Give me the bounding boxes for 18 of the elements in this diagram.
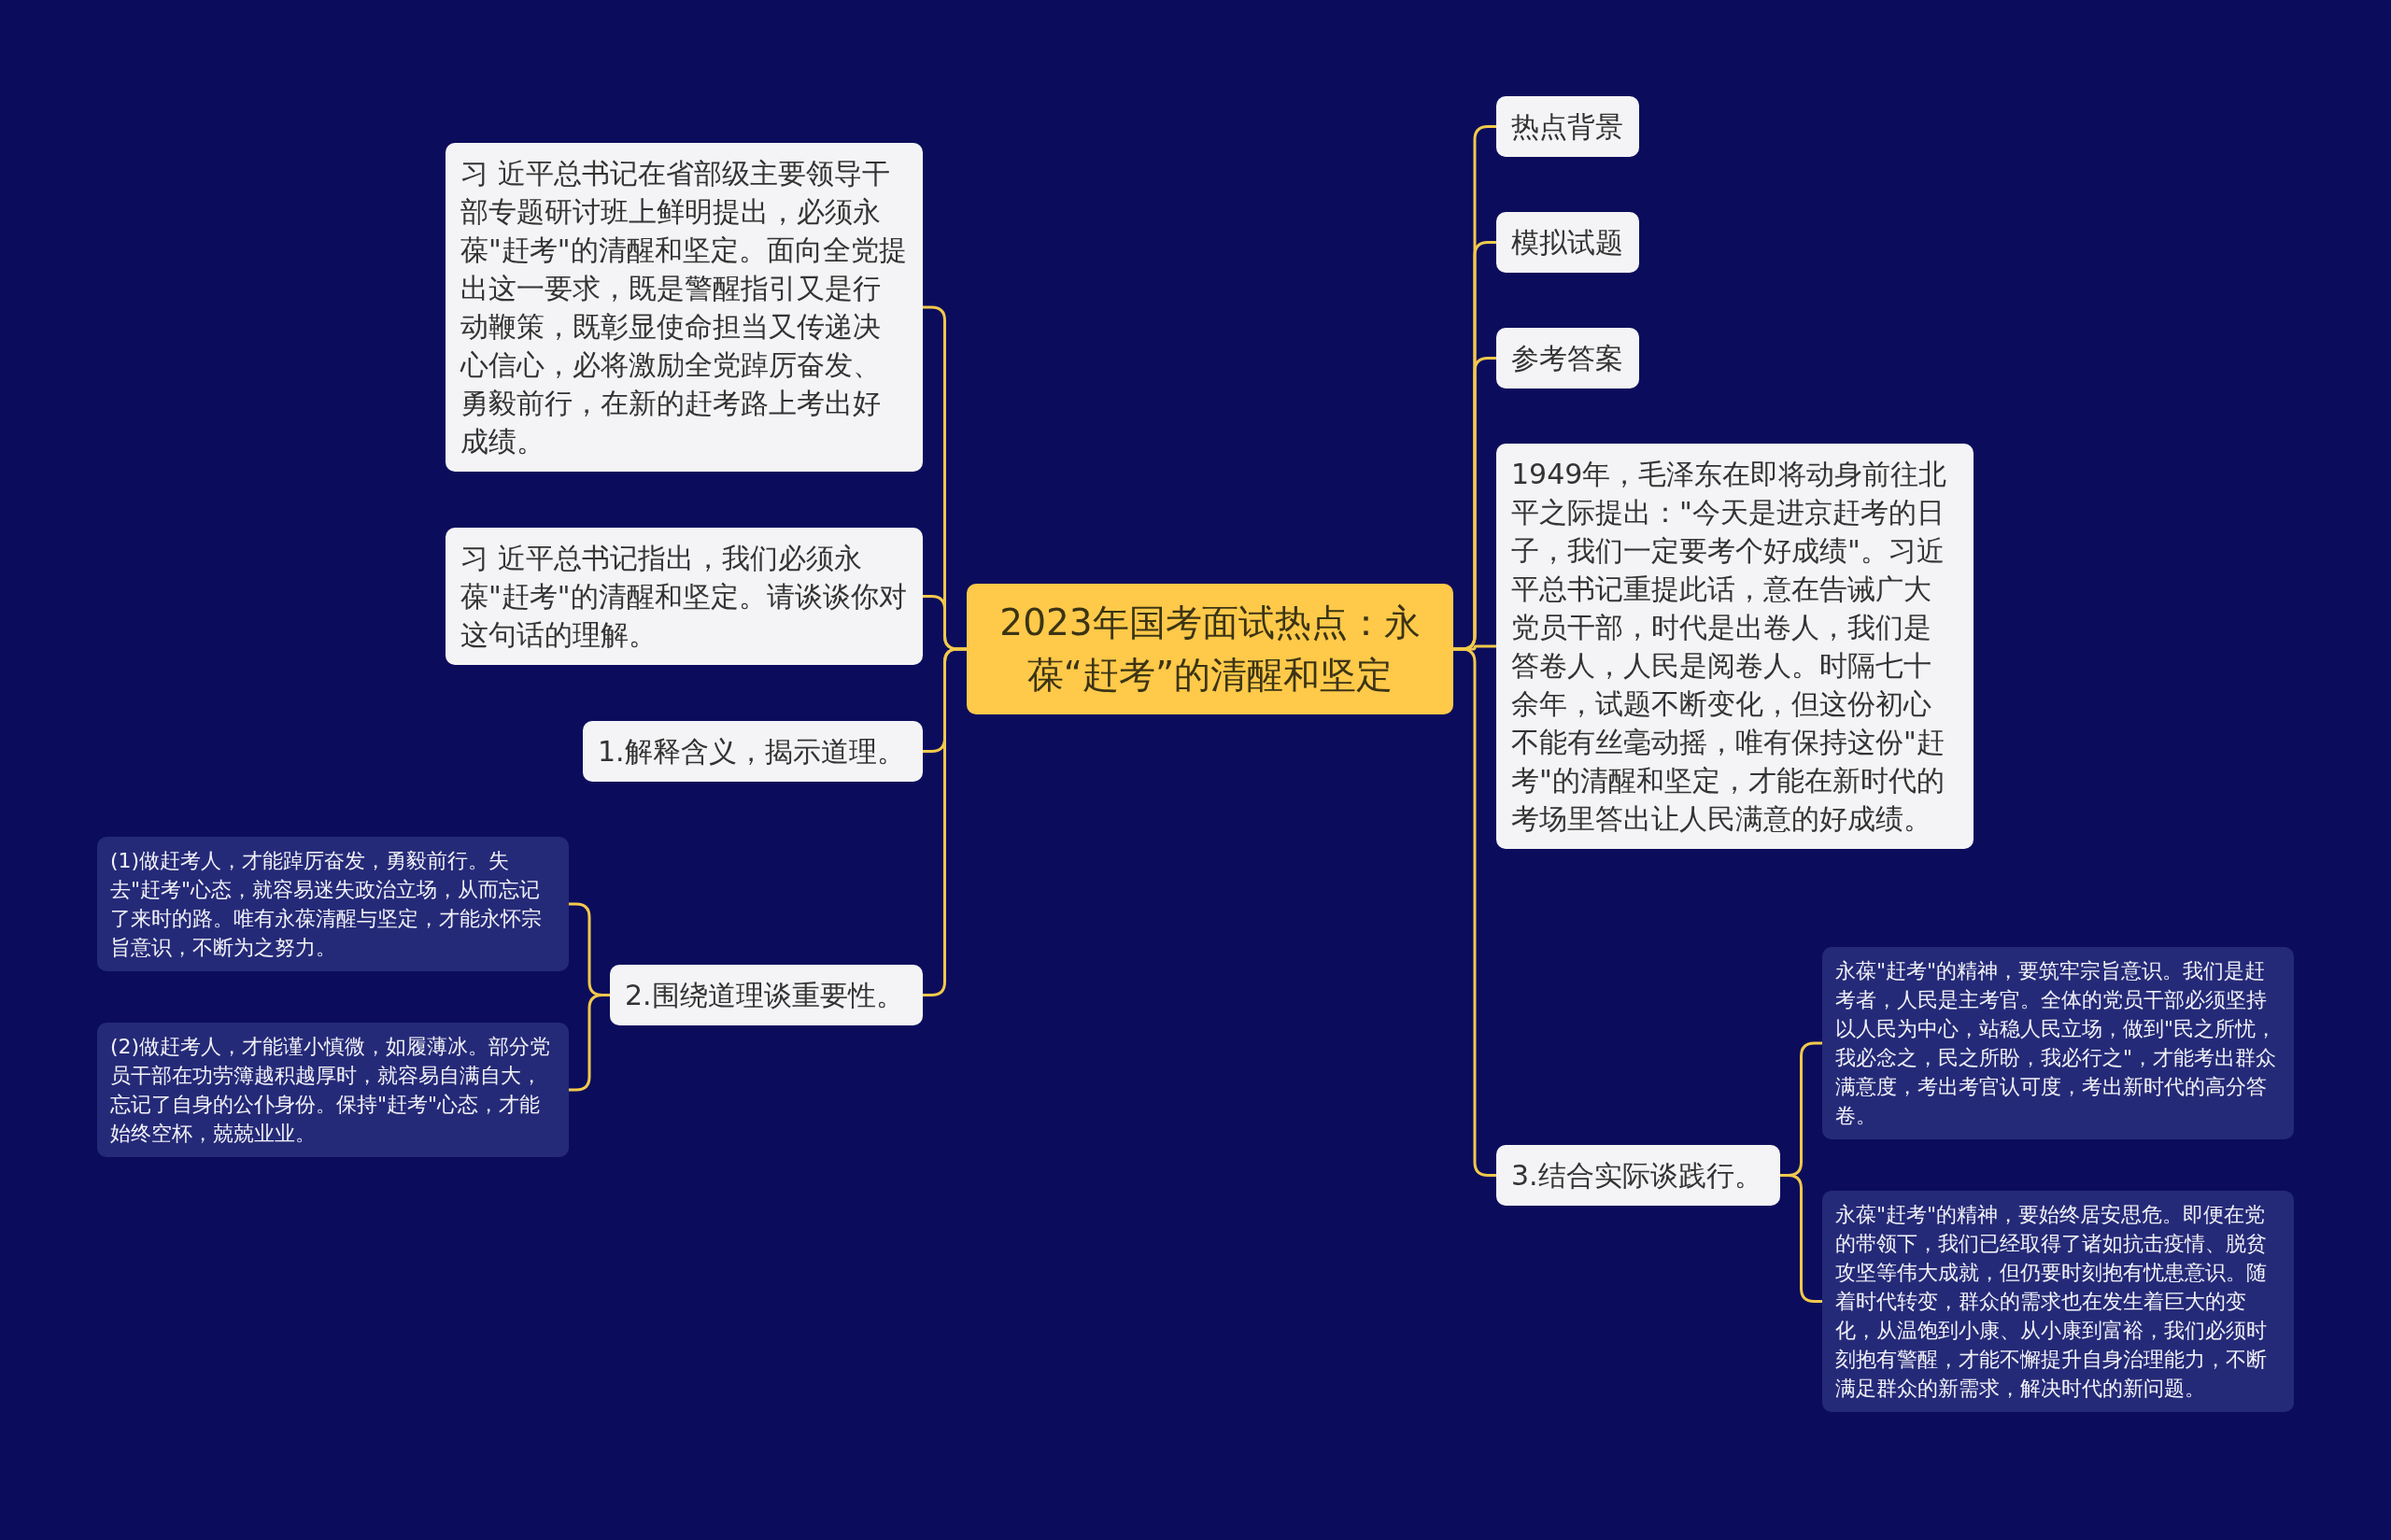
central-topic-box: 2023年国考面试热点：永葆“赶考”的清醒和坚定 (967, 584, 1453, 714)
note-box: (1)做赶考人，才能踔厉奋发，勇毅前行。失去"赶考"心态，就容易迷失政治立场，从而忘记了来时的路。唯有永葆清醒与坚定，才能永怀宗旨意识，不断为之努力。 (97, 837, 569, 971)
topic-box: 热点背景 (1496, 96, 1639, 157)
note-box: 永葆"赶考"的精神，要始终居安思危。即便在党的带领下，我们已经取得了诸如抗击疫情、脱贫攻坚等伟大成就，但仍要时刻抱有忧患意识。随着时代转变，群众的需求也在发生着巨大的变化，从温饱到小康、从小康到富裕，我们必须时刻抱有警醒，才能不懈提升自身治理能力，不断满足群众的新需求，解决时代的新问题。 (1822, 1191, 2294, 1412)
question-box: 习 近平总书记指出，我们必须永葆"赶考"的清醒和坚定。请谈谈你对这句话的理解。 (446, 528, 923, 665)
topic-box: 3.结合实际谈践行。 (1496, 1145, 1780, 1206)
note-box: (2)做赶考人，才能谨小慎微，如履薄冰。部分党员干部在功劳簿越积越厚时，就容易自满自大，忘记了自身的公仆身份。保持"赶考"心态，才能始终空杯，兢兢业业。 (97, 1023, 569, 1157)
note-box: 习 近平总书记在省部级主要领导干部专题研讨班上鲜明提出，必须永葆"赶考"的清醒和坚定。面向全党提出这一要求，既是警醒指引又是行动鞭策，既彰显使命担当又传递决心信心，必将激励全党踔厉奋发、勇毅前行，在新的赶考路上考出好成绩。 (446, 143, 923, 472)
connector-line (569, 994, 610, 1092)
note-box: 永葆"赶考"的精神，要筑牢宗旨意识。我们是赶考者，人民是主考官。全体的党员干部必须坚持以人民为中心，站稳人民立场，做到"民之所忧，我必念之，民之所盼，我必行之"，才能考出群众满意度，考出考官认可度，考出新时代的高分答卷。 (1822, 947, 2294, 1139)
topic-box: 模拟试题 (1496, 212, 1639, 273)
connector-line (1780, 1174, 1822, 1303)
topic-box: 2.围绕道理谈重要性。 (610, 965, 923, 1025)
note-box: 1949年，毛泽东在即将动身前往北平之际提出："今天是进京赶考的日子，我们一定要考个好成绩"。习近平总书记重提此话，意在告诫广大党员干部，时代是出卷人，我们是答卷人，人民是阅卷人。时隔七十余年，试题不断变化，但这份初心不能有丝毫动摇，唯有保持这份"赶考"的清醒和坚定，才能在新时代的考场里答出让人民满意的好成绩。 (1496, 444, 1974, 849)
connector-line (1453, 647, 1496, 1177)
topic-box: 参考答案 (1496, 328, 1639, 389)
topic-box: 1.解释含义，揭示道理。 (583, 721, 923, 782)
connector-line (923, 647, 967, 996)
